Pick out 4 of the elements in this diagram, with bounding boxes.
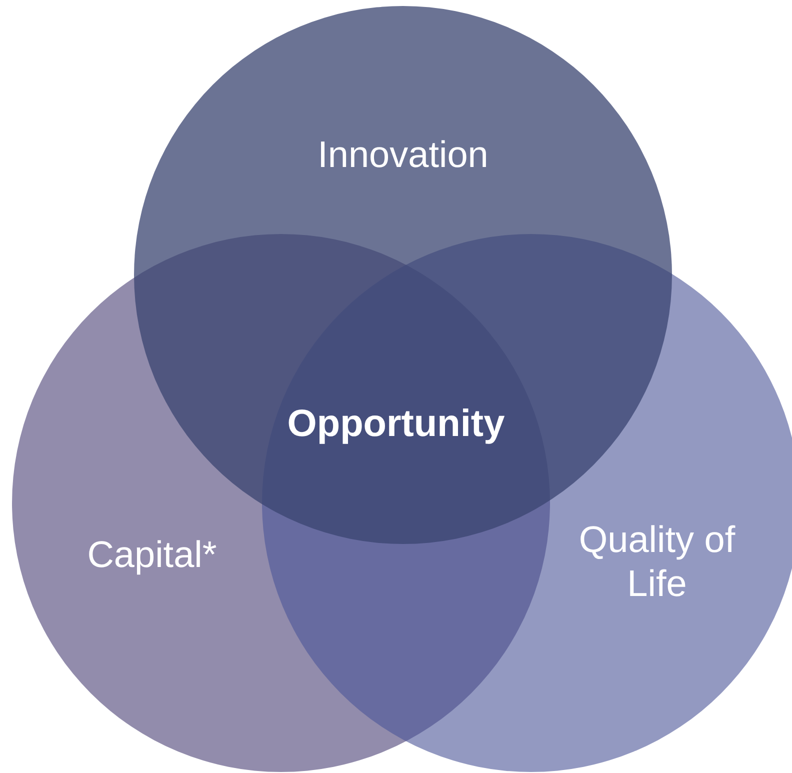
circle-label: Quality of Life [578, 518, 736, 606]
circle-label: Capital* [86, 533, 218, 577]
center-label: Opportunity [286, 403, 506, 446]
circle-label: Innovation [316, 133, 490, 177]
